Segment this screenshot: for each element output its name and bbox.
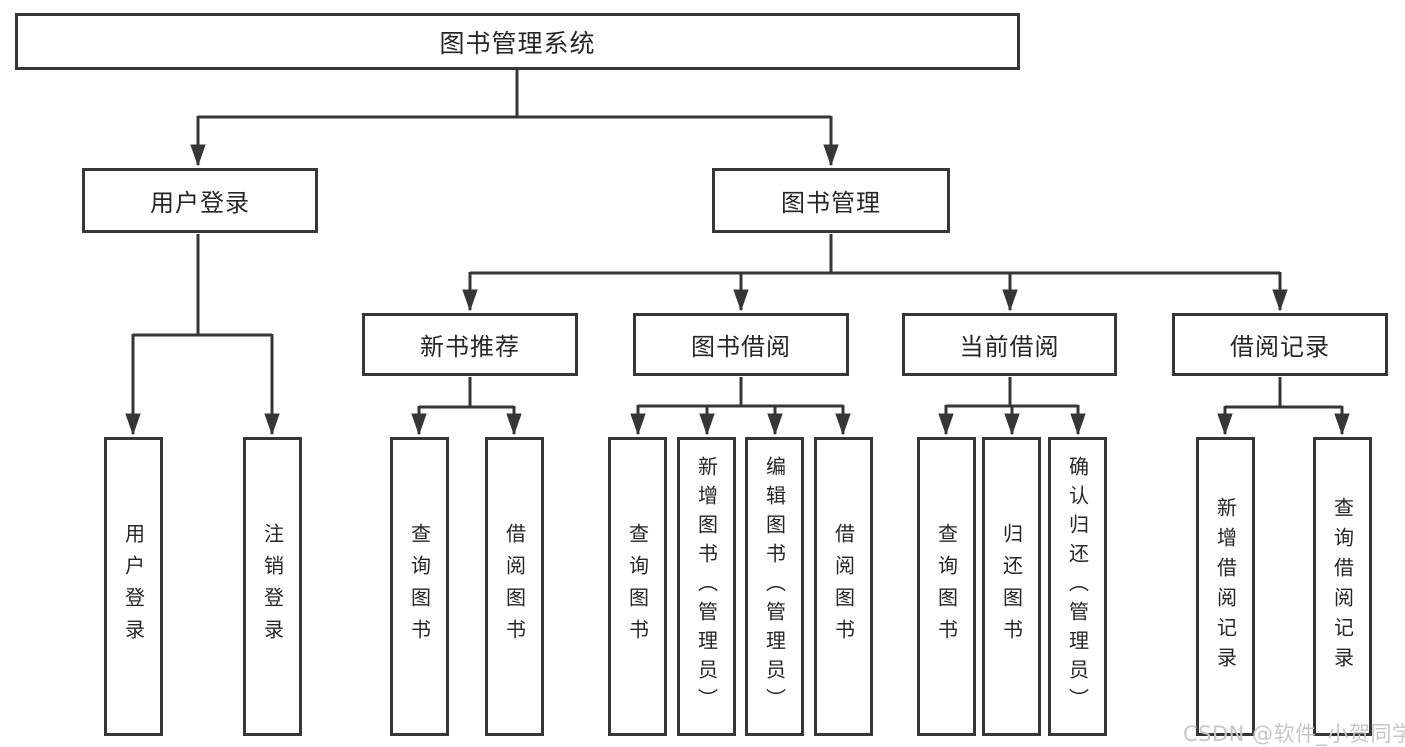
- leaf-label: 注销登录: [260, 522, 285, 651]
- leaf-label: 新增图书（管理员）: [694, 456, 719, 717]
- leaf-label: 查询图书: [625, 522, 650, 651]
- leaf-return-book: 归还图书: [982, 437, 1041, 736]
- leaf-label: 归还图书: [999, 522, 1024, 651]
- leaf-borrow-books-recommend: 借阅图书: [485, 437, 544, 736]
- leaf-label: 编辑图书（管理员）: [762, 456, 787, 717]
- node-borrow-records: 借阅记录: [1172, 313, 1388, 376]
- leaf-edit-book-admin: 编辑图书（管理员）: [745, 437, 804, 736]
- leaf-label: 确认归还（管理员）: [1065, 456, 1090, 717]
- node-book-management: 图书管理: [712, 168, 950, 233]
- leaf-label: 查询借阅记录: [1330, 496, 1355, 677]
- leaf-query-books-current: 查询图书: [917, 437, 976, 736]
- node-current-borrow: 当前借阅: [902, 313, 1117, 376]
- leaf-query-books-recommend: 查询图书: [390, 437, 449, 736]
- leaf-label: 借阅图书: [502, 522, 527, 651]
- leaf-query-books-borrow: 查询图书: [608, 437, 667, 736]
- leaf-label: 借阅图书: [831, 522, 856, 651]
- leaf-label: 用户登录: [121, 522, 146, 651]
- node-book-borrow: 图书借阅: [633, 313, 849, 376]
- leaf-user-login: 用户登录: [104, 437, 163, 736]
- leaf-label: 查询图书: [407, 522, 432, 651]
- leaf-add-book-admin: 新增图书（管理员）: [677, 437, 736, 736]
- leaf-borrow-books: 借阅图书: [814, 437, 873, 736]
- leaf-confirm-return-admin: 确认归还（管理员）: [1048, 437, 1107, 736]
- watermark: CSDN @软件_小贺同学: [1183, 722, 1405, 746]
- leaf-query-borrow-record: 查询借阅记录: [1313, 437, 1372, 736]
- leaf-logout: 注销登录: [243, 437, 302, 736]
- leaf-label: 新增借阅记录: [1213, 496, 1238, 677]
- node-library-system: 图书管理系统: [15, 13, 1020, 70]
- node-new-book-recommend: 新书推荐: [362, 313, 578, 376]
- leaf-add-borrow-record: 新增借阅记录: [1196, 437, 1255, 736]
- node-user-login: 用户登录: [82, 168, 318, 233]
- leaf-label: 查询图书: [934, 522, 959, 651]
